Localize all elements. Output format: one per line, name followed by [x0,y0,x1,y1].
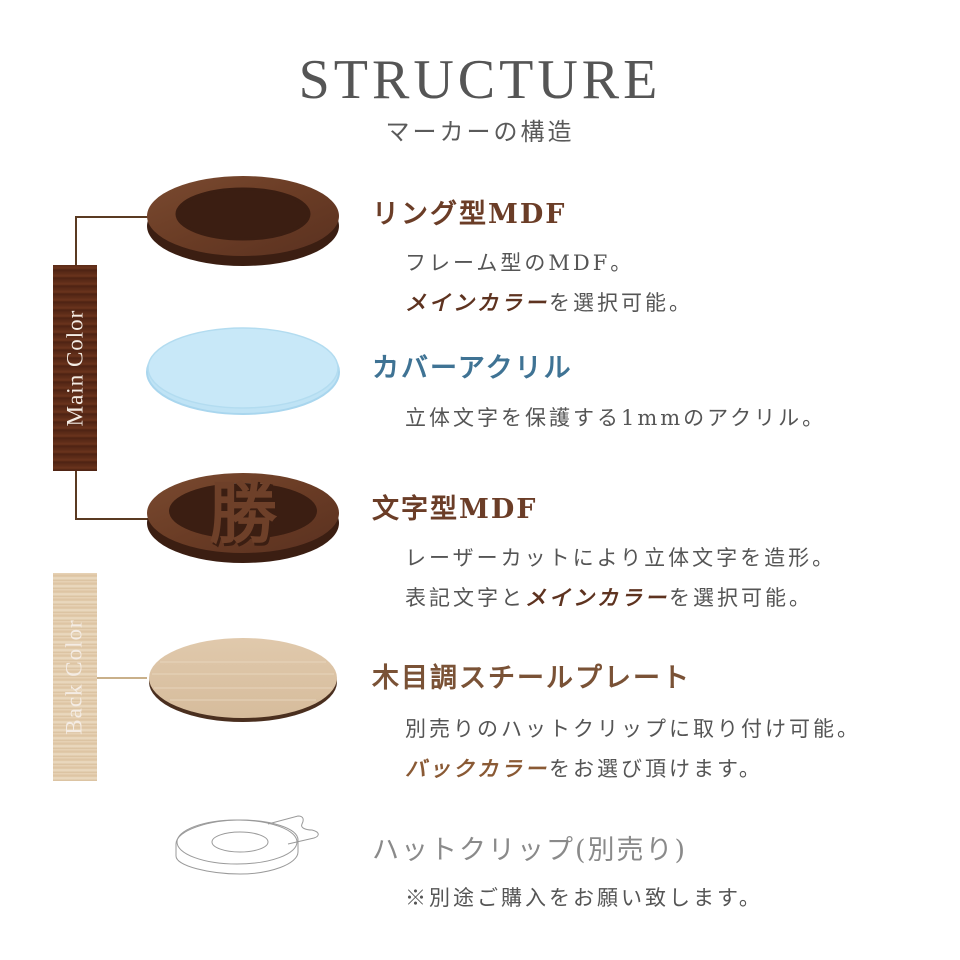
main-color-connector-horizontal-top [75,216,150,218]
layer-title-cover-acrylic: カバーアクリル [372,353,573,384]
layer-desc-ring-mdf-line2: メインカラーを選択可能。 [405,283,693,323]
layer-desc-text: を選択可能。 [549,291,693,315]
svg-text:勝: 勝 [211,478,280,557]
woodgrain-steel-plate-icon [149,638,337,722]
highlight-back-color: バックカラー [405,756,549,781]
layer-desc-ring-mdf-line1: フレーム型のMDF。 [405,251,635,275]
back-color-connector [97,677,147,679]
back-color-label-box: Back Color [53,573,97,781]
main-color-label-box: Main Color [53,265,97,471]
highlight-main-color: メインカラー [525,585,669,610]
svg-text:勝: 勝 [209,475,278,554]
ring-mdf-icon [147,176,339,266]
page-subtitle: マーカーの構造 [385,118,575,146]
layer-desc-hat-clip-line1: ※別途ご購入をお願い致します。 [405,886,763,910]
layer-desc-letter-mdf-line2: 表記文字とメインカラーを選択可能。 [405,578,813,618]
highlight-main-color: メインカラー [405,290,549,315]
layer-desc-text: をお選び頂けます。 [549,757,763,781]
hat-clip-icon [175,815,319,875]
cover-acrylic-icon [146,327,340,415]
layer-title-letter-mdf: 文字型MDF [372,494,538,525]
layer-title-woodgrain-plate: 木目調スチールプレート [372,663,691,694]
layer-desc-letter-mdf-line1: レーザーカットにより立体文字を造形。 [405,546,837,570]
main-color-connector-vertical-bottom [75,471,77,519]
layer-desc-woodgrain-plate-line2: バックカラーをお選び頂けます。 [405,749,763,789]
main-color-connector-vertical-top [75,217,77,265]
layer-desc-cover-acrylic-line1: 立体文字を保護する1mmのアクリル。 [405,406,827,430]
layer-desc-text: を選択可能。 [669,586,813,610]
back-color-label: Back Color [62,619,87,735]
layer-desc-text: 表記文字と [405,586,525,610]
main-color-label: Main Color [62,309,88,427]
letter-mdf-icon: 勝 勝 [147,473,339,563]
page-title: STRUCTURE [298,49,662,111]
layer-title-hat-clip: ハットクリップ(別売り) [372,835,688,866]
main-color-connector-horizontal-bottom [75,518,150,520]
layer-desc-woodgrain-plate-line1: 別売りのハットクリップに取り付け可能。 [405,717,861,741]
layer-title-ring-mdf: リング型MDF [372,199,567,230]
